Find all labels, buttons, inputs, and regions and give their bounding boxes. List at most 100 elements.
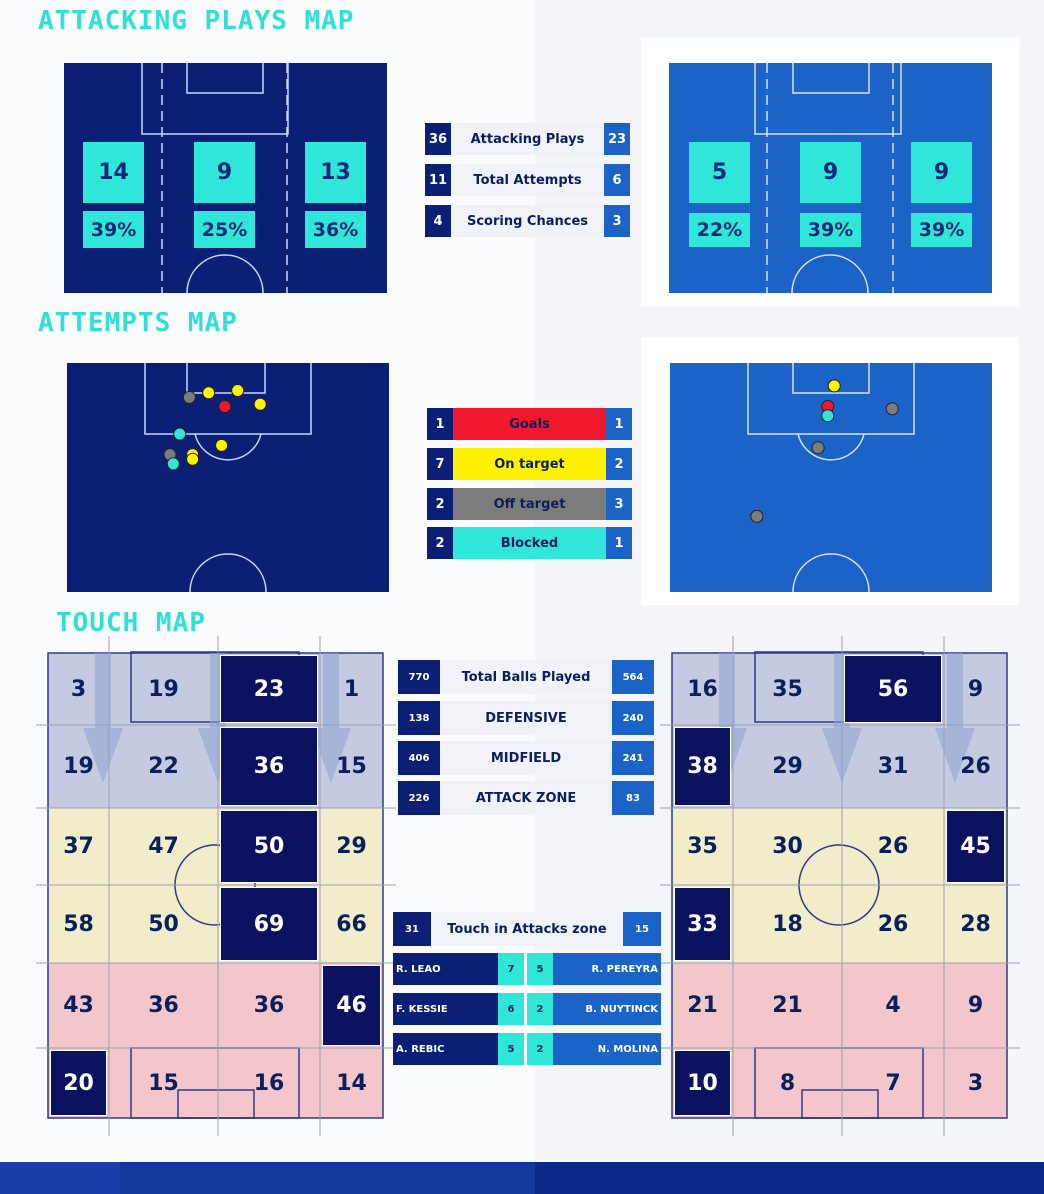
away-left-zone-count: 5 <box>689 142 750 203</box>
away-player-value: 5 <box>527 953 553 985</box>
legend-away-value: 1 <box>606 527 632 559</box>
touch-cell: 3 <box>967 1070 984 1096</box>
touch-cell: 29 <box>772 754 803 779</box>
home-attempts-pitch <box>67 363 389 592</box>
touch-cell: 23 <box>220 655 318 723</box>
away-left-zone-pct: 22% <box>689 213 750 247</box>
touch-cell: 38 <box>674 727 731 806</box>
stat-total-attempts: 11 Total Attempts 6 <box>425 164 630 196</box>
attempts-map-title: ATTEMPTS MAP <box>38 308 238 338</box>
touch-label: DEFENSIVE <box>440 701 612 735</box>
shot-marker-on-target <box>827 379 841 393</box>
touch-cell: 35 <box>772 676 803 702</box>
away-player-value: 2 <box>527 993 553 1025</box>
stat-scoring-chances: 4 Scoring Chances 3 <box>425 205 630 237</box>
touch-home-value: 406 <box>398 741 440 775</box>
touch-cell: 46 <box>322 965 381 1046</box>
legend-away-value: 3 <box>606 488 632 520</box>
touch-cell: 10 <box>674 1050 731 1116</box>
touch-away-value: 241 <box>612 741 654 775</box>
touch-cell: 36 <box>253 993 285 1018</box>
stat-away-value: 23 <box>604 123 630 155</box>
touch-cell: 69 <box>220 887 318 961</box>
touch-cell: 21 <box>687 993 718 1018</box>
away-center-zone-pct: 39% <box>800 213 861 247</box>
legend-label: Off target <box>453 488 606 520</box>
touch-cell: 36 <box>148 993 179 1018</box>
legend-home-value: 2 <box>427 488 453 520</box>
touch-cell: 50 <box>220 810 318 883</box>
home-left-zone-count: 14 <box>83 142 144 203</box>
direction-arrow-icon <box>83 653 123 783</box>
touch-cell: 18 <box>772 911 803 937</box>
touch-cell: 22 <box>148 754 179 779</box>
shot-marker-on-target <box>253 397 267 411</box>
touch-stat-midfield: 406 MIDFIELD 241 <box>398 741 654 775</box>
touch-cell: 15 <box>148 1070 179 1096</box>
touch-cell: 30 <box>772 834 803 859</box>
direction-arrow-icon <box>822 653 862 783</box>
away-player-name: N. MOLINA <box>553 1033 661 1065</box>
away-right-zone-pct: 39% <box>911 213 972 247</box>
stat-home-value: 36 <box>425 123 451 155</box>
attack-zone-away-value: 15 <box>623 912 661 946</box>
player-row-3: A. REBIC 5 2 N. MOLINA <box>393 1033 661 1065</box>
shot-marker-blocked <box>173 427 187 441</box>
touch-cell: 19 <box>148 676 179 702</box>
touch-cell: 31 <box>877 754 909 779</box>
legend-off-target: 2 Off target 3 <box>427 488 632 520</box>
legend-label: Goals <box>453 408 606 440</box>
away-attempts-pitch <box>670 363 992 592</box>
touch-row-band <box>48 885 383 963</box>
stat-label: Scoring Chances <box>451 205 604 237</box>
legend-blocked: 2 Blocked 1 <box>427 527 632 559</box>
legend-label: On target <box>453 448 606 480</box>
touch-cell: 16 <box>687 676 718 702</box>
touch-cell: 47 <box>148 834 179 859</box>
legend-on-target: 7 On target 2 <box>427 448 632 480</box>
away-center-zone-count: 9 <box>800 142 861 203</box>
legend-home-value: 1 <box>427 408 453 440</box>
legend-away-value: 1 <box>606 408 632 440</box>
touch-cell: 19 <box>63 754 94 779</box>
touch-cell: 26 <box>877 911 909 937</box>
touch-row-band <box>48 808 383 885</box>
away-player-name: R. PEREYRA <box>553 953 661 985</box>
touch-cell: 29 <box>336 834 367 859</box>
touch-home-value: 138 <box>398 701 440 735</box>
away-attacking-pitch: 5 9 9 22% 39% 39% <box>669 63 992 293</box>
home-player-value: 5 <box>498 1033 524 1065</box>
touch-label: ATTACK ZONE <box>440 781 612 815</box>
stat-home-value: 4 <box>425 205 451 237</box>
legend-goals: 1 Goals 1 <box>427 408 632 440</box>
shot-marker-off-target <box>182 390 196 404</box>
touch-cell: 50 <box>148 911 179 937</box>
touch-away-value: 83 <box>612 781 654 815</box>
shot-marker-on-target <box>215 438 229 452</box>
touch-cell: 16 <box>253 1070 285 1096</box>
shot-marker-off-target <box>811 441 825 455</box>
touch-cell: 1 <box>343 676 360 702</box>
home-player-name: R. LEAO <box>393 953 498 985</box>
touch-cell: 21 <box>772 993 803 1018</box>
touch-cell: 58 <box>63 911 94 937</box>
stat-label: Total Attempts <box>451 164 604 196</box>
touch-stat-attack: 226 ATTACK ZONE 83 <box>398 781 654 815</box>
touch-cell: 35 <box>687 834 718 859</box>
touch-cell: 9 <box>967 993 984 1018</box>
touch-map-title: TOUCH MAP <box>56 608 206 638</box>
touch-away-value: 564 <box>612 660 654 694</box>
touch-cell: 26 <box>960 754 991 779</box>
touch-cell: 7 <box>885 1070 901 1096</box>
touch-label: Total Balls Played <box>440 660 612 694</box>
shot-marker-blocked <box>821 409 835 423</box>
player-divider <box>524 993 527 1025</box>
home-right-zone-count: 13 <box>305 142 366 203</box>
touch-label: MIDFIELD <box>440 741 612 775</box>
player-row-2: F. KESSIE 6 2 B. NUYTINCK <box>393 993 661 1025</box>
touch-cell: 36 <box>220 727 318 806</box>
touch-cell: 33 <box>674 887 731 961</box>
touch-home-value: 226 <box>398 781 440 815</box>
home-player-value: 7 <box>498 953 524 985</box>
touch-cell: 45 <box>946 810 1005 883</box>
